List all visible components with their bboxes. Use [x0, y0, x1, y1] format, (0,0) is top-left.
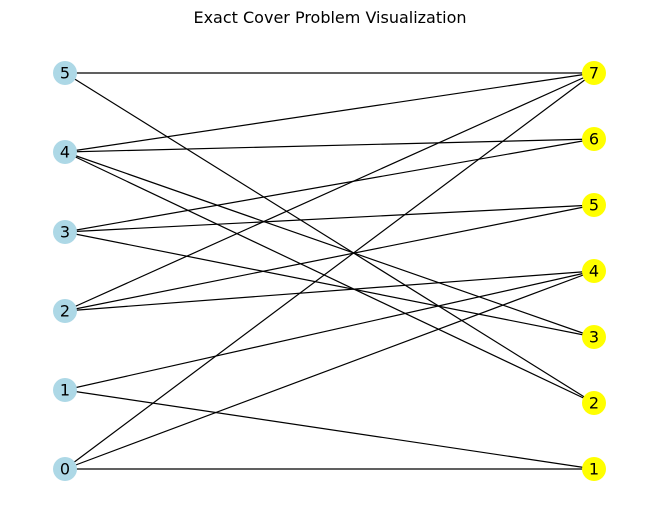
left-node-circle [53, 457, 77, 481]
right-node-label: 3 [589, 328, 599, 347]
edge-l1-r4 [64, 270, 595, 391]
left-node-4: 4 [53, 140, 77, 164]
right-node-circle [582, 391, 606, 415]
edge-l3-r6 [64, 138, 595, 233]
edges-layer [64, 72, 595, 470]
left-node-1: 1 [53, 378, 77, 402]
right-node-circle [582, 325, 606, 349]
left-node-label: 4 [60, 143, 70, 162]
left-node-circle [53, 220, 77, 244]
right-node-5: 5 [582, 193, 606, 217]
left-node-label: 1 [60, 381, 70, 400]
edge-l4-r3 [64, 151, 595, 338]
edge-l3-r5 [64, 204, 595, 233]
right-node-2: 2 [582, 391, 606, 415]
right-node-circle [582, 193, 606, 217]
right-node-label: 7 [589, 64, 599, 83]
right-node-7: 7 [582, 61, 606, 85]
left-node-label: 3 [60, 223, 70, 242]
left-node-circle [53, 140, 77, 164]
edge-l5-r2 [64, 72, 595, 404]
left-node-label: 2 [60, 302, 70, 321]
left-node-3: 3 [53, 220, 77, 244]
right-node-label: 2 [589, 394, 599, 413]
edge-l2-r4 [64, 270, 595, 312]
left-node-2: 2 [53, 299, 77, 323]
right-node-6: 6 [582, 127, 606, 151]
diagram-title: Exact Cover Problem Visualization [193, 8, 467, 27]
right-node-label: 4 [589, 262, 599, 281]
right-node-label: 6 [589, 130, 599, 149]
edge-l3-r3 [64, 231, 595, 338]
left-node-0: 0 [53, 457, 77, 481]
left-node-label: 5 [60, 64, 70, 83]
left-node-circle [53, 61, 77, 85]
left-node-circle [53, 378, 77, 402]
right-node-circle [582, 127, 606, 151]
nodes-layer: 0 1 2 3 4 5 1 2 3 4 5 6 7 [53, 61, 606, 481]
edge-l4-r2 [64, 151, 595, 404]
right-node-4: 4 [582, 259, 606, 283]
edge-l1-r1 [64, 389, 595, 470]
right-node-label: 1 [589, 460, 599, 479]
left-node-5: 5 [53, 61, 77, 85]
edge-l0-r4 [64, 270, 595, 470]
edge-l4-r6 [64, 138, 595, 153]
right-node-1: 1 [582, 457, 606, 481]
right-node-circle [582, 61, 606, 85]
left-node-label: 0 [60, 460, 70, 479]
right-node-circle [582, 259, 606, 283]
left-node-circle [53, 299, 77, 323]
right-node-circle [582, 457, 606, 481]
edge-l4-r7 [64, 72, 595, 153]
edge-l2-r5 [64, 204, 595, 312]
edge-l2-r7 [64, 72, 595, 312]
right-node-label: 5 [589, 196, 599, 215]
right-node-3: 3 [582, 325, 606, 349]
edge-l0-r7 [64, 72, 595, 470]
